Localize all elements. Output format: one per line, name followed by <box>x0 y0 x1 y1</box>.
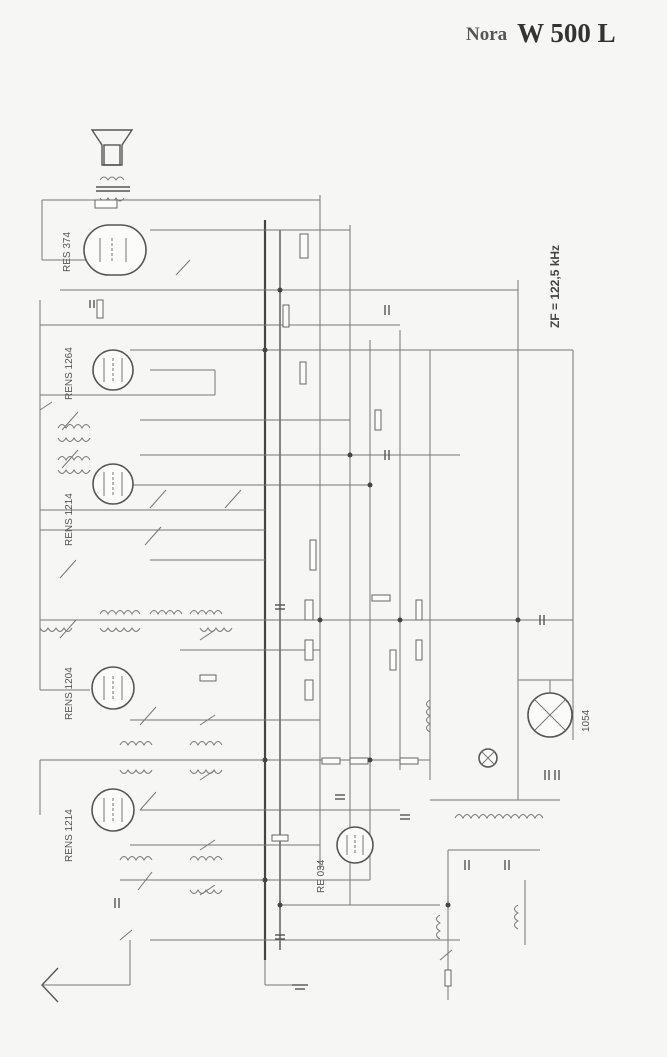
junction-dots <box>262 287 521 908</box>
speaker-icon <box>90 129 134 202</box>
header: Nora W 500 L <box>466 18 616 49</box>
maker-name: Nora <box>466 24 508 45</box>
tube-t3-icon <box>92 463 134 505</box>
tube-t5-label: RENS 1214 <box>64 809 75 862</box>
tube-t2-icon <box>92 349 134 391</box>
tube-t5-icon <box>91 788 135 832</box>
coil-groups <box>39 424 544 940</box>
tube-t4-icon <box>91 666 135 710</box>
tube-t7-label: 1054 <box>581 709 592 732</box>
tube-t3-label: RENS 1214 <box>64 493 75 546</box>
passive-components <box>59 199 560 987</box>
tube-t2-label: RENS 1264 <box>64 347 75 400</box>
antenna-icon <box>41 940 131 1003</box>
tube-t1-label: RES 374 <box>62 232 73 272</box>
switch-contacts <box>39 401 453 961</box>
tube-t4-label: RENS 1204 <box>64 667 75 720</box>
tube-t6-label: RE 034 <box>316 859 327 893</box>
indicator-lamp-icon <box>478 748 498 768</box>
model-name: W 500 L <box>517 18 616 48</box>
ground-icon <box>264 960 308 990</box>
tube-t1-icon <box>83 224 147 276</box>
tube-t7-icon <box>527 680 573 738</box>
tube-t6-icon <box>336 826 374 864</box>
